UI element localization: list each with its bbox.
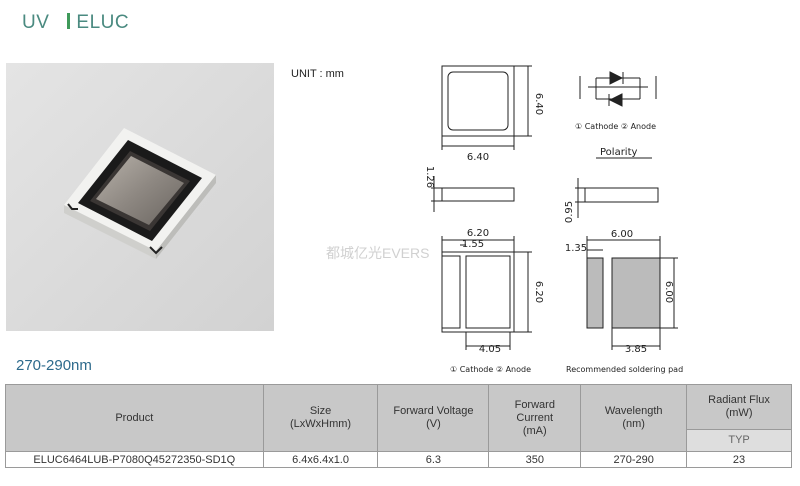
top-view-outline (441, 65, 515, 137)
dim-bottom-height: 6.20 (533, 281, 544, 303)
dim-sold-pad: 3.85 (625, 344, 647, 355)
solder-pad-anode (611, 257, 661, 329)
dim-sold-gap: 1.35 (565, 243, 587, 254)
header-forward-voltage: Forward Voltage(V) (377, 384, 490, 452)
header-radiant-flux: Radiant Flux(mW) (686, 384, 792, 430)
spec-table: Product Size(LxWxHmm) Forward Voltage(V)… (5, 384, 792, 468)
bottom-pad-cathode (441, 255, 461, 329)
dim-bottom-inner: 1.55 (462, 239, 484, 250)
led-package-image (64, 128, 216, 259)
side-view-outline (441, 187, 515, 202)
dim-bottom-pad: 4.05 (479, 344, 501, 355)
header-product: Product (5, 384, 264, 452)
table-subheader-row: TYP (6, 429, 792, 452)
header-size: Size(LxWxHmm) (262, 384, 379, 452)
page-header: UV ELUC (22, 12, 129, 34)
dim-sold-width: 6.00 (611, 229, 633, 240)
header-uv: UV (22, 12, 50, 33)
dim-bottom-width: 6.20 (467, 228, 489, 239)
cell-product: ELUC6464LUB-P7080Q45272350-SD1Q (5, 451, 264, 468)
cell-forward-voltage: 6.3 (377, 451, 490, 468)
header-typ: TYP (686, 429, 792, 452)
table-row: ELUC6464LUB-P7080Q45272350-SD1Q 6.4x6.4x… (5, 451, 792, 468)
legend-top: ① Cathode ② Anode (575, 122, 656, 131)
solder-pad-cathode (586, 257, 604, 329)
top-view-lens (447, 71, 509, 131)
cell-radiant-flux: 23 (686, 451, 792, 468)
unit-label: UNIT : mm (291, 68, 344, 80)
product-photo (6, 63, 274, 331)
recommended-label: Recommended soldering pad (566, 365, 683, 374)
bottom-pad-anode (465, 255, 511, 329)
watermark: 都城亿光EVERS (326, 245, 430, 261)
dim-sold-height: 6.00 (663, 281, 674, 303)
header-wavelength: Wavelength(nm) (580, 384, 688, 452)
dim-top-width: 6.40 (467, 152, 489, 163)
dim-top-height: 6.40 (533, 93, 544, 115)
bottom-view-outline (441, 251, 515, 333)
side-view-2-outline (584, 187, 659, 203)
polarity-label: Polarity (600, 147, 638, 158)
series-title: 270-290nm (16, 357, 92, 374)
cell-forward-current: 350 (488, 451, 582, 468)
table-header-row: Product Size(LxWxHmm) Forward Voltage(V)… (5, 384, 792, 452)
cell-wavelength: 270-290 (580, 451, 688, 468)
header-divider (67, 13, 71, 29)
cell-size: 6.4x6.4x1.0 (262, 451, 379, 468)
legend-bottom: ① Cathode ② Anode (450, 365, 531, 374)
dimension-drawing: 6.40 6.40 1.26 6.20 1.55 6.20 4.05 0.95 … (424, 65, 683, 374)
dim-side2-height: 0.95 (564, 201, 575, 223)
dim-side-height: 1.26 (424, 166, 435, 188)
header-eluc: ELUC (76, 12, 130, 33)
